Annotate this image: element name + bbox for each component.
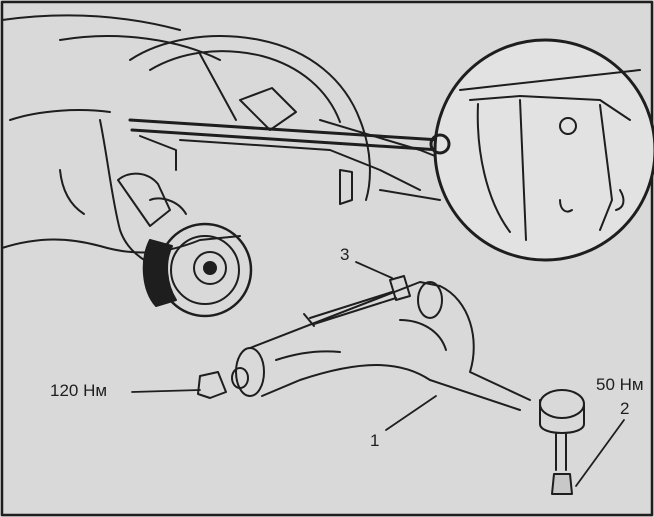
callout-bolt: 3: [340, 245, 350, 264]
detail-inset: [429, 38, 654, 262]
torque-left: 120 Нм: [50, 381, 108, 400]
leader-lines: [131, 261, 625, 487]
brake-line: [128, 118, 442, 171]
nut-left: [197, 367, 249, 399]
control-arm: [235, 281, 585, 495]
bolt: [303, 275, 411, 327]
torque-right: 50 Нм: [596, 375, 644, 394]
callout-arm: 1: [370, 431, 380, 450]
brake-hub: [117, 172, 253, 318]
car-body: [1, 14, 446, 269]
callout-nut: 2: [620, 399, 630, 418]
